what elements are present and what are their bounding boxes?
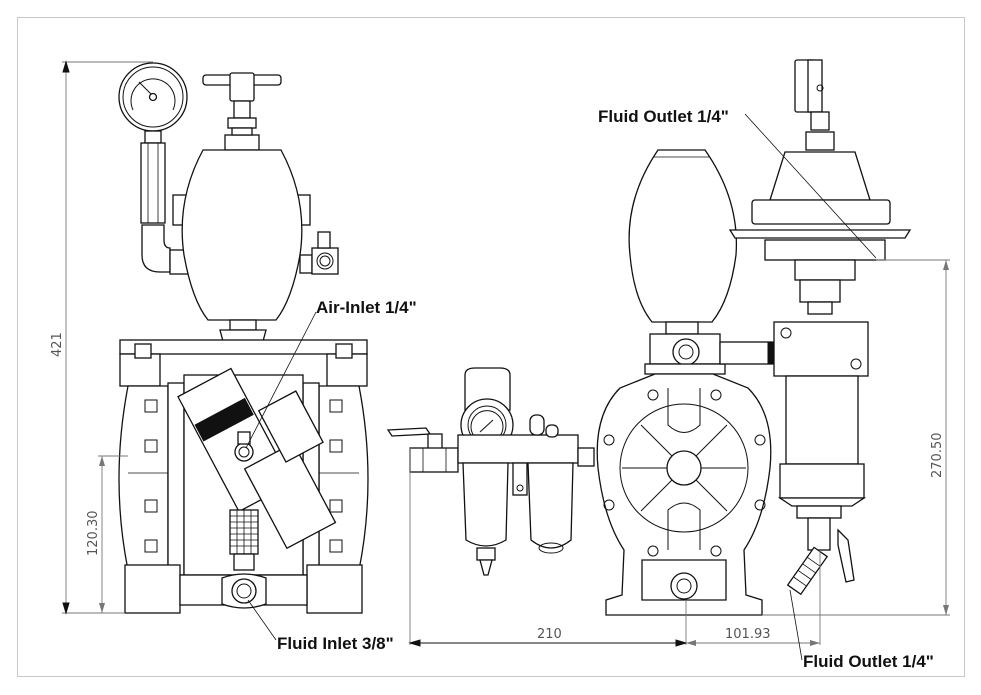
air-ball-valve-icon xyxy=(386,427,459,473)
t-handle-valve-icon xyxy=(202,72,282,151)
filter-regulator xyxy=(457,367,595,576)
fluid-inlet-port-icon xyxy=(221,573,267,609)
pump-side-housing xyxy=(596,373,772,616)
dim-outlet-height: 270.50 xyxy=(930,433,945,479)
housing-bolt-icons xyxy=(603,389,766,557)
dim-outlet-offset: 101.93 xyxy=(725,627,771,642)
callout-fluid-inlet: Fluid Inlet 3/8" xyxy=(277,634,394,653)
surge-suppressor xyxy=(728,59,912,596)
leader-lines xyxy=(245,113,877,661)
callout-fluid-outlet-bottom: Fluid Outlet 1/4" xyxy=(803,652,934,671)
pressure-gauge-icon xyxy=(118,62,188,144)
air-motor-block xyxy=(177,367,337,571)
callout-fluid-outlet-top: Fluid Outlet 1/4" xyxy=(598,107,729,126)
right-side-view xyxy=(386,59,912,616)
dimension-lines xyxy=(62,60,950,647)
ball-valve-left xyxy=(299,231,339,275)
left-front-view xyxy=(118,62,369,614)
pulsation-dampener-left xyxy=(172,149,311,346)
dim-overall-height: 421 xyxy=(50,332,65,357)
drawing-frame xyxy=(17,17,965,677)
callout-air-inlet: Air-Inlet 1/4" xyxy=(316,298,417,317)
dim-inlet-height: 120.30 xyxy=(86,511,101,557)
pulsation-dampener-right xyxy=(628,149,774,375)
dim-overall-width: 210 xyxy=(537,627,562,642)
